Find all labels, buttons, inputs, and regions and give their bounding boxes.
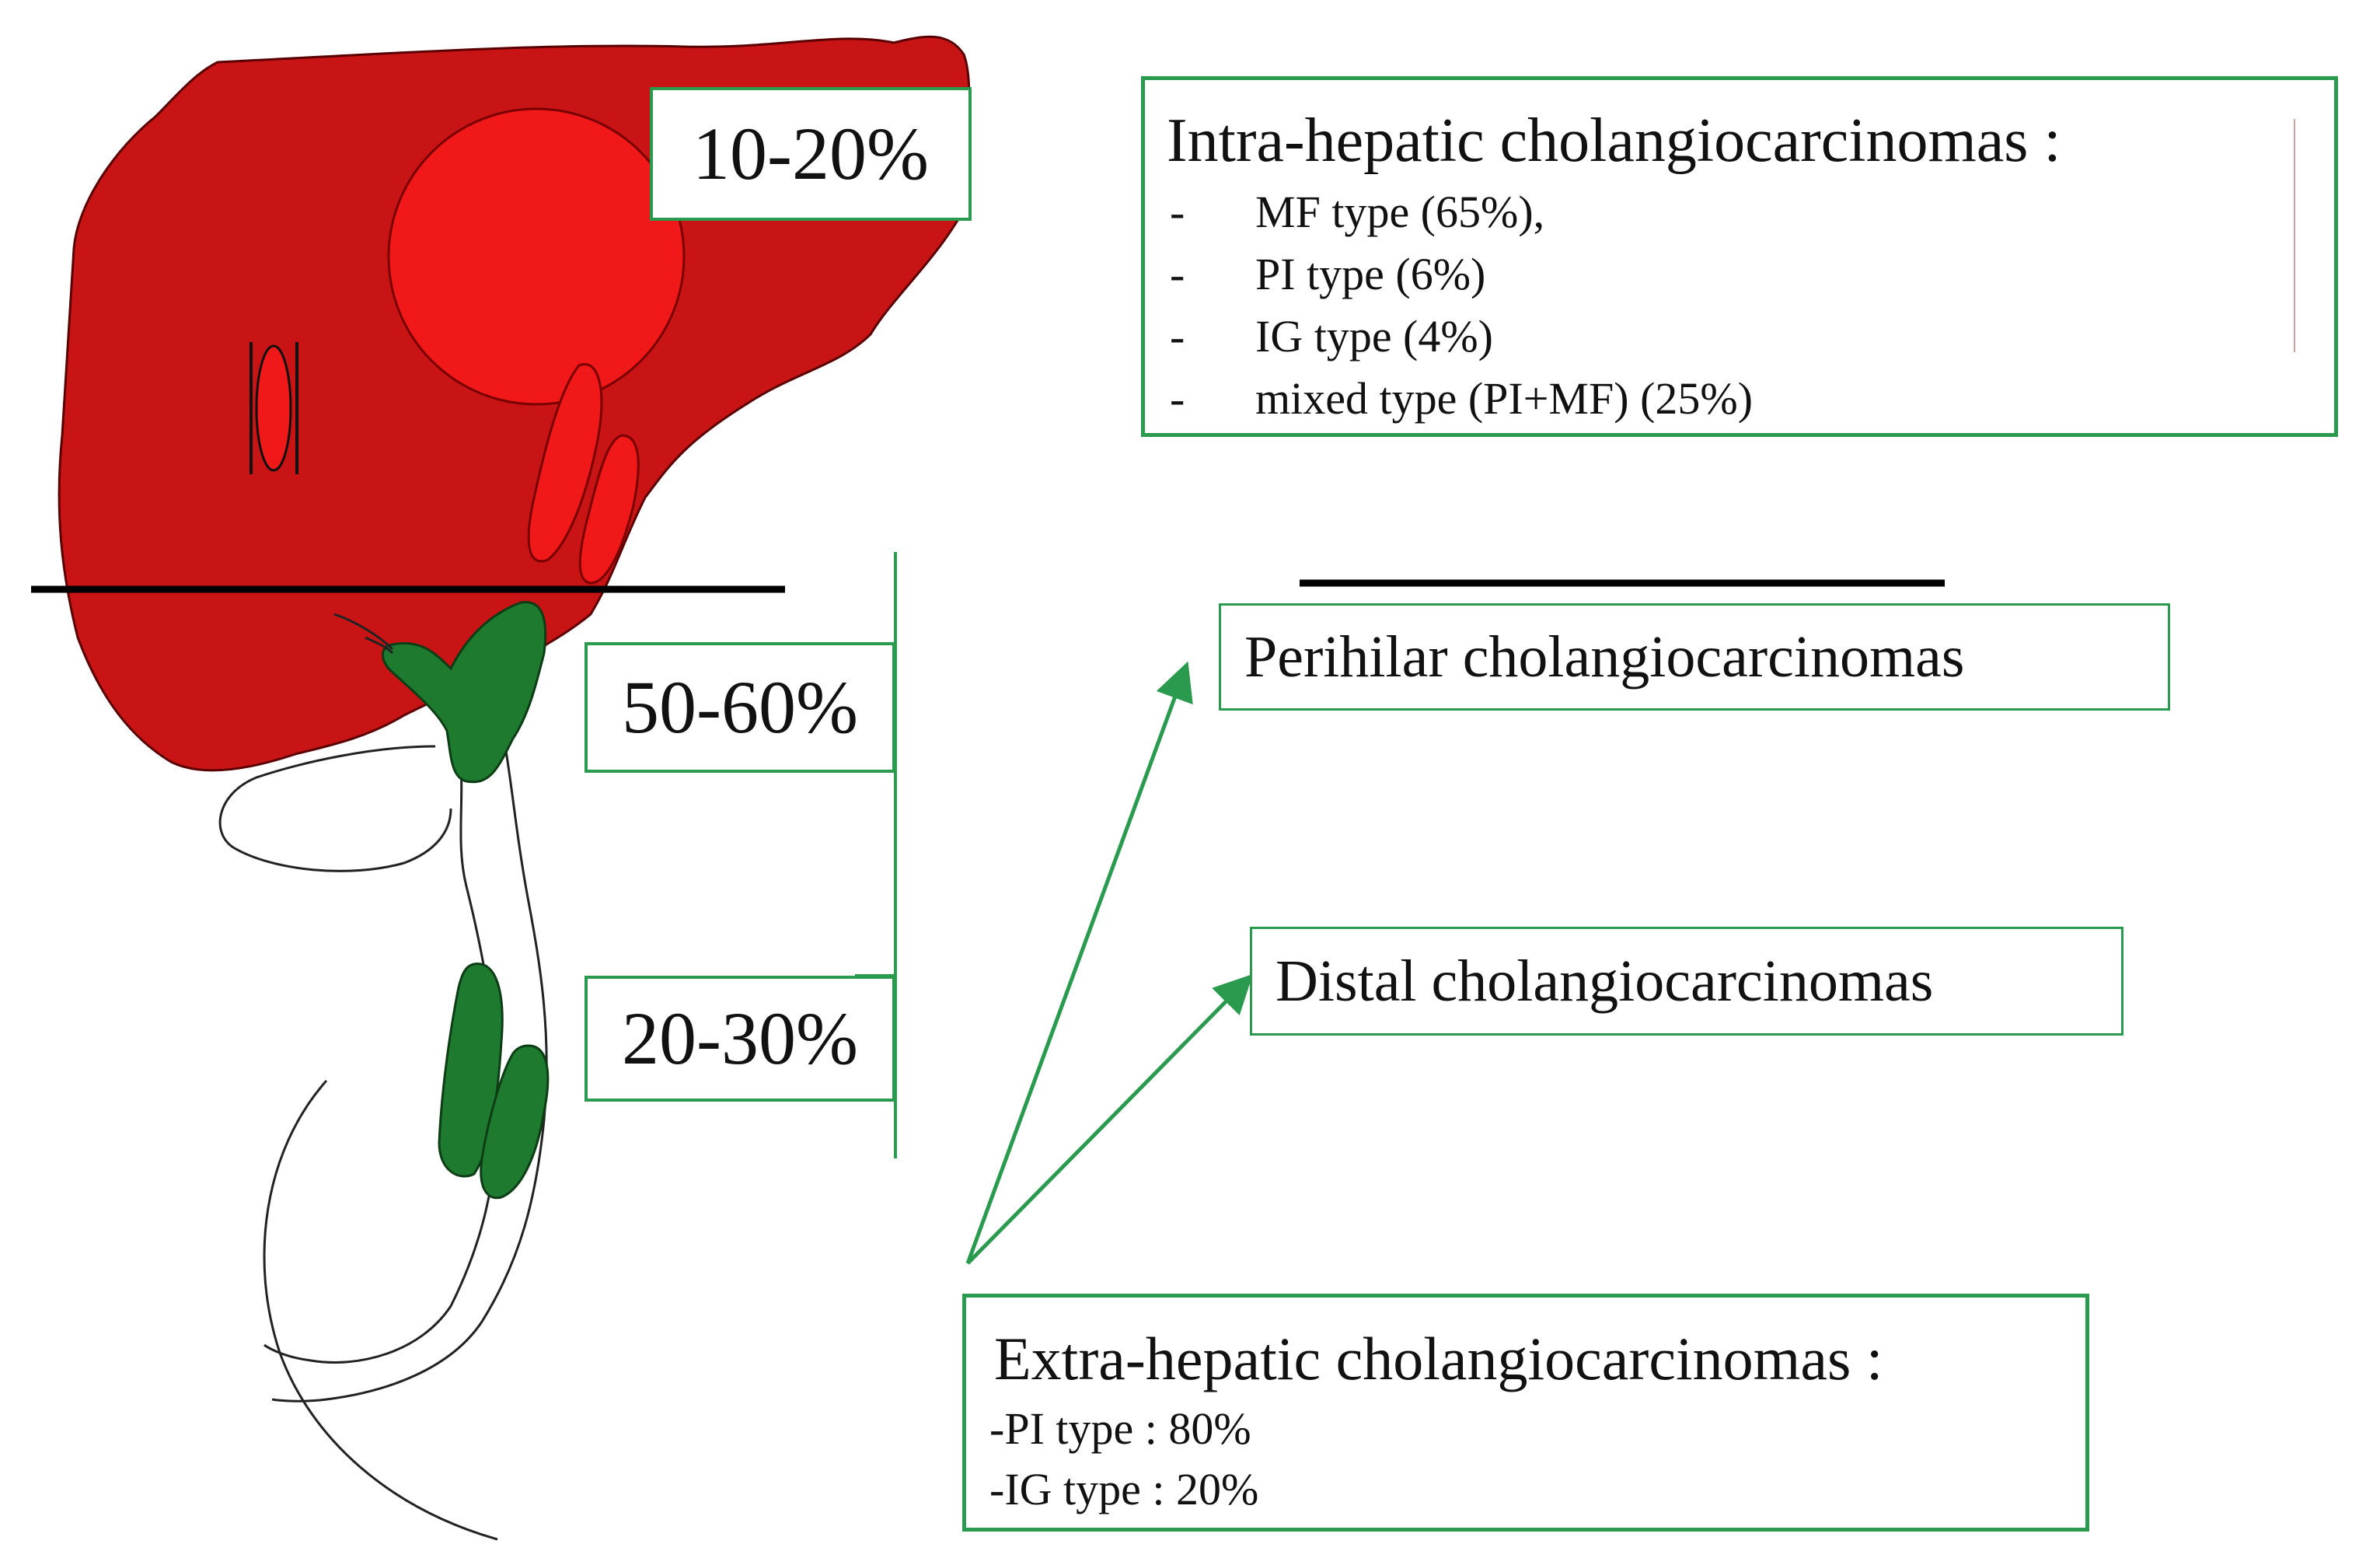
list-item: -PI type (6%) xyxy=(1170,249,1486,299)
distal-tumor-left xyxy=(438,962,504,1178)
arrow-to-distal xyxy=(966,973,1254,1265)
intrahepatic-title: Intra-hepatic cholangiocarcinomas : xyxy=(1167,107,2061,175)
perihilar-tumor xyxy=(382,600,547,784)
duct-tumor-upper xyxy=(527,363,603,563)
list-item: -IG type : 20% xyxy=(989,1464,1259,1514)
duct-tumor-lower xyxy=(578,434,640,585)
distal-label-box: Distal cholangiocarcinomas xyxy=(1250,927,2124,1036)
intrahepatic-list: -MF type (65%), -PI type (6%) -IG type (… xyxy=(1170,181,1753,430)
extrahepatic-list: -PI type : 80% -IG type : 20% xyxy=(989,1399,1258,1520)
arrow-to-perihilar xyxy=(965,661,1193,1264)
list-item: -IG type (4%) xyxy=(1170,311,1494,362)
bile-duct-right xyxy=(271,746,548,1403)
list-item: -MF type (65%), xyxy=(1170,187,1545,237)
intrahepatic-box: Intra-hepatic cholangiocarcinomas : -MF … xyxy=(1141,76,2338,437)
pct-distal: 20-30% xyxy=(622,997,858,1080)
pct-perihilar: 50-60% xyxy=(622,665,858,749)
distal-label: Distal cholangiocarcinomas xyxy=(1275,948,1934,1014)
list-item: -mixed type (PI+MF) (25%) xyxy=(1170,373,1754,424)
box-side-rule xyxy=(2294,119,2295,352)
extrahepatic-box: Extra-hepatic cholangiocarcinomas : -PI … xyxy=(962,1294,2089,1532)
gallbladder-outline xyxy=(218,745,452,872)
list-item: -PI type : 80% xyxy=(989,1403,1251,1454)
distal-tumor-right xyxy=(480,1044,550,1200)
pct-perihilar-box: 50-60% xyxy=(585,642,895,773)
perihilar-label: Perihilar cholangiocarcinomas xyxy=(1244,624,1965,690)
perihilar-label-box: Perihilar cholangiocarcinomas xyxy=(1219,603,2170,711)
pct-intrahepatic-box: 10-20% xyxy=(650,87,972,221)
pct-intrahepatic: 10-20% xyxy=(693,112,929,195)
duodenum-outline xyxy=(263,1080,498,1541)
extrahepatic-title: Extra-hepatic cholangiocarcinomas : xyxy=(994,1325,1883,1392)
pct-distal-box: 20-30% xyxy=(585,976,895,1102)
small-tumor-left xyxy=(255,344,292,472)
intrahepatic-tumor xyxy=(387,107,686,406)
